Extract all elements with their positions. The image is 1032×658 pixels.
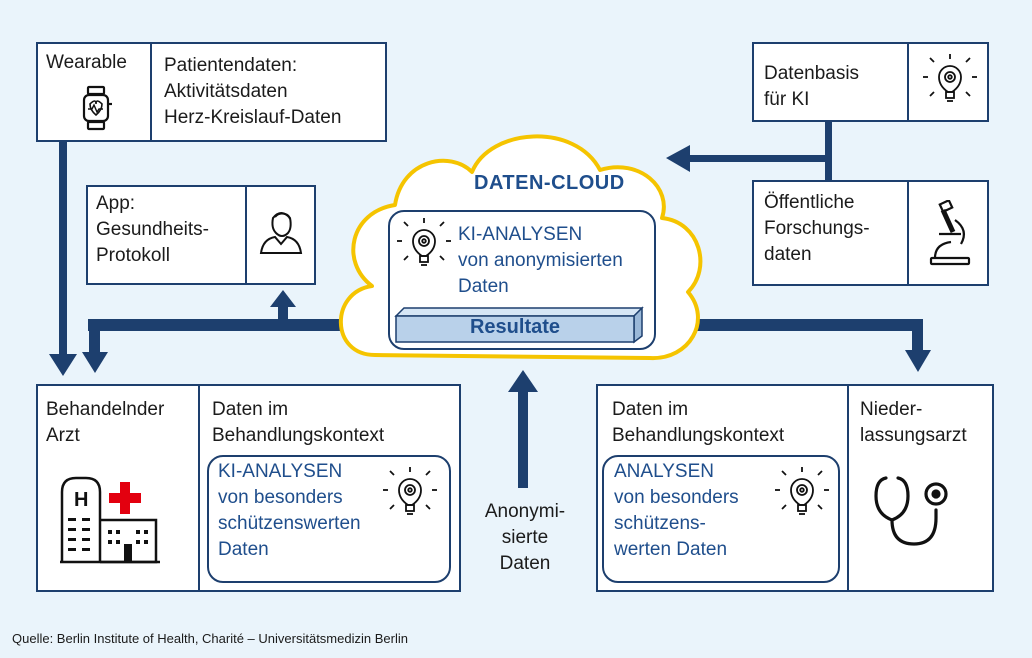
patient-data-text: Patientendaten: Aktivitätsdaten Herz-Kre… (164, 55, 342, 128)
wearable-box (36, 42, 387, 142)
arrow-right-head (905, 350, 931, 372)
wearable-divider (150, 42, 152, 142)
results-label: Resultate (469, 316, 561, 338)
arrow-left-stem (89, 319, 100, 354)
person-icon (259, 212, 303, 254)
stethoscope-icon (874, 476, 948, 546)
left-doctor-label: Behandelnder Arzt (46, 399, 165, 446)
arrow-anon-head (508, 370, 538, 392)
forschung-text: Öffentliche Forschungs- daten (764, 192, 870, 265)
hospital-icon: H (60, 476, 160, 564)
cloud-shape (338, 134, 703, 361)
cloud-analysis-box (388, 210, 656, 350)
results-bar-right (640, 319, 923, 331)
right-analysis-box (602, 455, 840, 583)
source-note: Quelle: Berlin Institute of Health, Char… (12, 631, 408, 646)
left-doctor-divider (198, 384, 200, 592)
line-forschung-up (825, 120, 832, 182)
microscope-icon (929, 200, 971, 266)
connectors (49, 120, 931, 488)
right-context-text: Daten im Behandlungskontext (612, 399, 785, 446)
cloud-analysis-text: KI-ANALYSEN von anonymisierten Daten (458, 224, 623, 297)
right-lightbulb-icon (775, 467, 829, 515)
datenbasis-divider (907, 42, 909, 122)
left-lightbulb-icon (383, 467, 437, 515)
arrow-wearable-down (59, 141, 67, 356)
arrow-right-stem (912, 319, 923, 352)
right-doctor-divider (847, 384, 849, 592)
results-prism (394, 306, 644, 344)
arrow-left-head (82, 352, 108, 373)
left-analysis-text: KI-ANALYSEN von besonders schützenswerte… (218, 461, 361, 560)
right-doctor-label: Nieder- lassungsarzt (860, 399, 967, 446)
datenbasis-text: Datenbasis für KI (764, 63, 860, 110)
app-text: App: Gesundheits- Protokoll (96, 193, 210, 266)
wearable-label: Wearable (46, 52, 127, 73)
arrow-anon-stem (518, 390, 528, 488)
cloud-title: DATEN-CLOUD (474, 172, 625, 194)
app-divider (245, 185, 247, 285)
right-analysis-text: ANALYSEN von besonders schützens- werten… (614, 461, 739, 560)
anonym-text: Anonymi- sierte Daten (484, 501, 566, 574)
arrow-app-stem (278, 306, 288, 321)
svg-text:H: H (74, 489, 88, 511)
arrow-to-cloud-head (666, 145, 690, 172)
diagram-panel: Wearable Patientendaten: Aktivitätsdaten… (36, 42, 994, 592)
cloud-lightbulb-icon (397, 218, 451, 266)
left-context-text: Daten im Behandlungskontext (212, 399, 385, 446)
left-analysis-box (207, 455, 451, 583)
line-to-cloud (688, 155, 832, 162)
lightbulb-gear-icon (923, 54, 977, 102)
arrow-app-head (270, 290, 296, 307)
smartwatch-icon (82, 85, 112, 131)
forschung-divider (907, 180, 909, 286)
results-bar-left (88, 319, 408, 331)
arrow-wearable-head (49, 354, 77, 376)
